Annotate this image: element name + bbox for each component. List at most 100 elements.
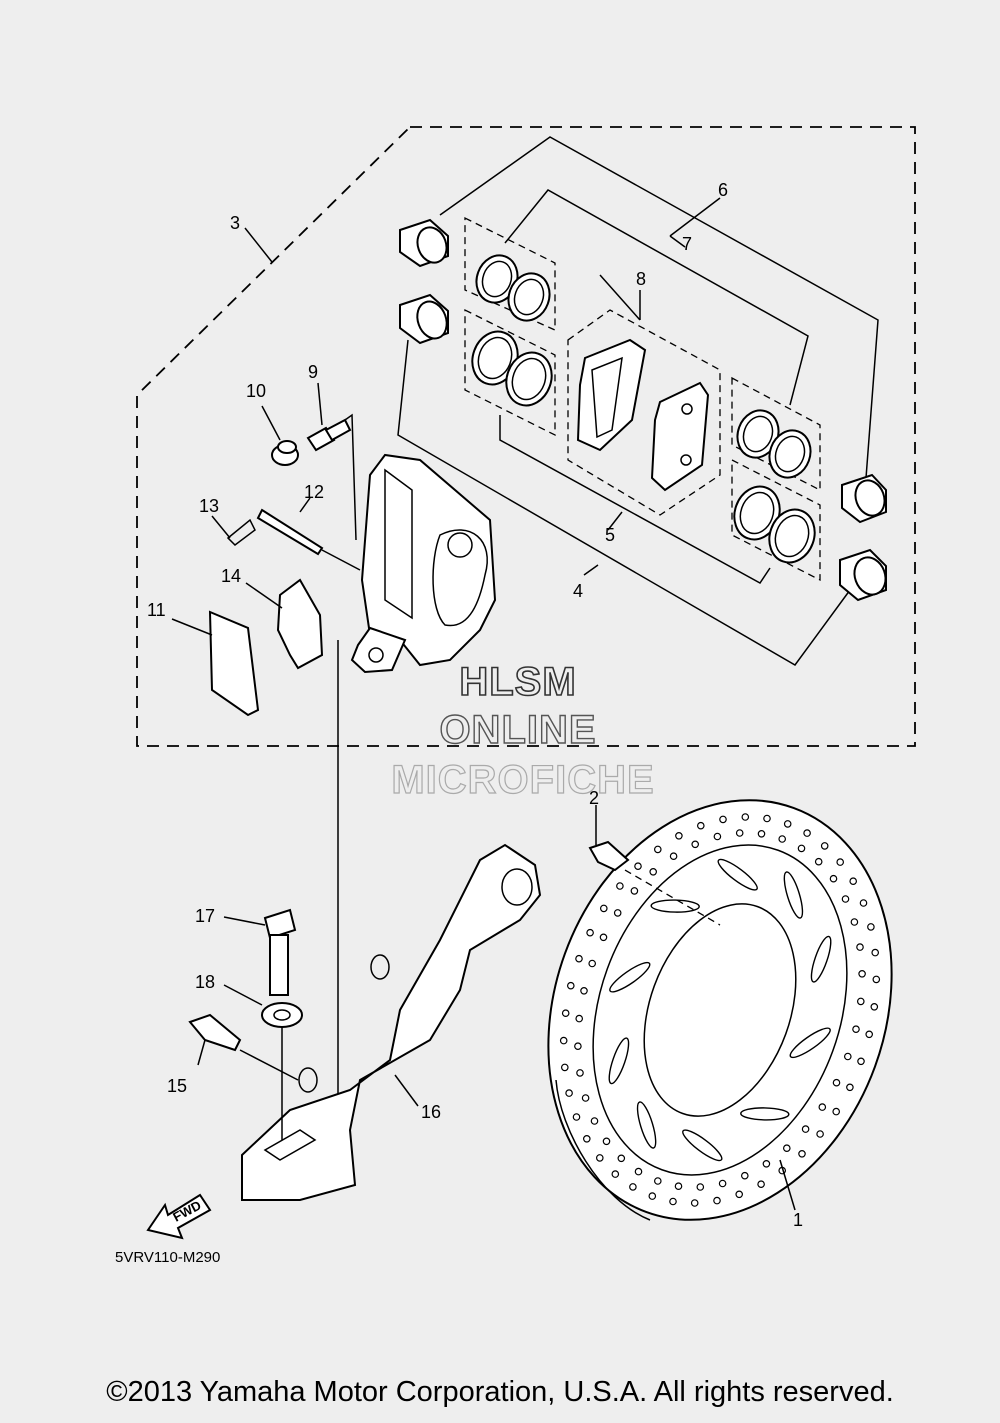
disc-hole [616,882,624,890]
callout-11: 11 [147,600,166,620]
disc-hole [565,1089,573,1097]
disc-slot [608,1037,630,1085]
disc-slot [740,1107,790,1121]
callout-2: 2 [589,788,599,808]
disc-hole [783,820,792,828]
disc-vent-holes [559,813,881,1207]
pin-leader [321,549,361,571]
disc-hole [852,1025,860,1034]
disc-hole [581,1094,590,1102]
disc-hole [561,1009,570,1018]
disc-hole [630,887,639,895]
disc-hole [634,1167,643,1176]
disc-hole [763,814,771,823]
disc-hole [797,844,806,853]
disc-hole [574,1042,582,1051]
bleed-leader [344,413,357,541]
disc-hole [843,1052,852,1061]
brake-disc [547,799,893,1221]
disc-slot [636,1101,657,1149]
disc-hole [599,904,608,913]
disc-hole [856,997,865,1006]
disc-hole [713,832,722,841]
disc-hole [634,862,642,871]
disc-bolt [588,840,630,872]
bleed-cap [271,440,299,466]
disc-hole [832,1078,841,1087]
disc-hole [653,1177,662,1185]
bolt-15-leader [239,1049,299,1081]
seal-kit-frame-6 [439,136,879,479]
brake-pads [576,338,710,492]
disc-hole [762,1160,771,1168]
disc-hole [590,1117,599,1125]
disc-slot [810,935,832,983]
bracket-slot [263,1129,317,1161]
disc-hole [850,918,859,926]
bracket-hole-mid [370,954,390,980]
callout-leaders [171,197,796,1211]
disc-hole [595,1154,604,1162]
disc-hole [559,1036,568,1045]
disc-hole [674,1182,683,1191]
pad-pin-clip [226,518,256,546]
pad-pin [256,508,324,556]
seal-group-lower-left [464,308,556,437]
disc-hole [841,895,850,903]
washer-hole [273,1009,291,1021]
disc-hole [613,909,622,917]
bracket-bolt [263,908,297,996]
seal-group-lower-right [731,458,821,582]
disc-hole [629,1183,637,1191]
disc-hole [575,954,583,963]
callout-8: 8 [636,269,646,289]
disc-hole [818,1103,827,1111]
caliper-assembly-outline [136,126,916,747]
disc-hole [560,1063,569,1072]
disc-hole [713,1196,721,1205]
watermark-line-2: ONLINE [439,708,596,752]
disc-hole [617,1154,626,1163]
disc-slot [789,1027,831,1059]
disc-hole [801,1125,810,1133]
callout-4: 4 [573,581,583,601]
copyright-notice: ©2013 Yamaha Motor Corporation, U.S.A. A… [106,1376,894,1408]
disc-slots [608,858,832,1162]
disc-bolt-leader [624,869,721,926]
disc-hole [653,845,662,854]
pad-spring [276,578,324,670]
seal-kit-frame-7 [504,189,809,406]
disc-hole [872,975,881,984]
bleed-screw [306,418,352,452]
callout-10: 10 [246,381,266,401]
disc-hole [669,1197,677,1206]
callout-3: 3 [230,213,240,233]
seal-frame-5 [499,415,771,584]
disc-hole [857,1057,865,1066]
bracket-bolt-small [188,1013,242,1052]
seal-rings [471,254,816,564]
disc-hole [599,933,608,942]
seal-group-upper-right [731,376,821,492]
washer [261,1002,303,1028]
disc-hole [846,1083,854,1092]
diagram-code: 5VRV110-M290 [115,1249,220,1266]
disc-slot [609,961,651,993]
disc-hole [690,1199,699,1207]
disc-hole [719,815,727,824]
callout-18: 18 [195,972,215,992]
callout-12: 12 [304,482,324,502]
piston-frame-4 [397,339,851,666]
disc-hole [602,1137,611,1146]
bracket-hole-top [501,868,533,906]
disc-hole [580,986,588,995]
callout-6: 6 [718,180,728,200]
disc-hole [735,829,744,837]
callout-1: 1 [793,1210,803,1230]
disc-slot [650,899,700,913]
disc-hole [836,858,845,866]
caliper-bracket [241,843,542,1201]
disc-hole [814,857,823,866]
disc-hole [582,1135,591,1143]
disc-hole [576,1069,584,1077]
